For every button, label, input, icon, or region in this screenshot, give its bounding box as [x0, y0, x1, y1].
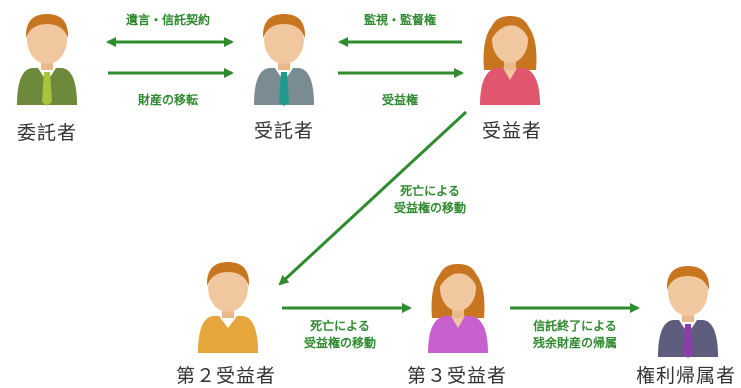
supervision-label: 監視・監督権	[363, 13, 437, 27]
arrows	[106, 37, 640, 313]
beneficiary2-figure	[198, 262, 258, 353]
trust-end-label: 信託終了による 残余財産の帰属	[533, 318, 617, 352]
property-transfer-label: 財産の移転	[137, 93, 199, 107]
right-holder-tie	[683, 324, 693, 358]
death-transfer-label-2: 死亡による 受益権の移動	[304, 318, 376, 352]
settlor-label: 委託者	[16, 122, 78, 144]
beneficiary-figure	[480, 16, 540, 105]
death-transfer-line-2: 受益権の移動	[393, 201, 467, 215]
beneficiary-body	[480, 68, 540, 105]
death-transfer2-line-1: 死亡による	[310, 319, 370, 333]
trust-end-line-2: 残余財産の帰属	[532, 336, 618, 350]
death-transfer2-line-2: 受益権の移動	[303, 336, 377, 350]
trustee-tie	[279, 72, 289, 106]
beneficiary2-label: 第２受益者	[175, 365, 277, 387]
right-holder-figure	[658, 266, 718, 358]
right-holder-label: 権利帰属者	[635, 365, 737, 387]
arrow-death-diagonal	[278, 110, 468, 286]
settlor-figure	[17, 14, 77, 106]
trust-end-line-1: 信託終了による	[533, 319, 617, 333]
trustee-label: 受託者	[253, 120, 315, 142]
death-transfer-line-1: 死亡による	[400, 184, 460, 198]
settlor-hair	[25, 14, 69, 38]
trustee-figure	[254, 14, 314, 106]
settlor-tie	[42, 72, 52, 106]
beneficiary2-body	[198, 316, 258, 353]
beneficial-right-label: 受益権	[381, 93, 419, 107]
beneficiary3-figure	[428, 264, 488, 353]
will-trust-contract-label: 遺言・信託契約	[125, 13, 211, 27]
death-transfer-label-1: 死亡による 受益権の移動	[394, 183, 466, 217]
beneficiary-label: 受益者	[481, 120, 543, 142]
beneficiary3-label: 第３受益者	[406, 365, 508, 387]
beneficiary3-body	[428, 316, 488, 353]
